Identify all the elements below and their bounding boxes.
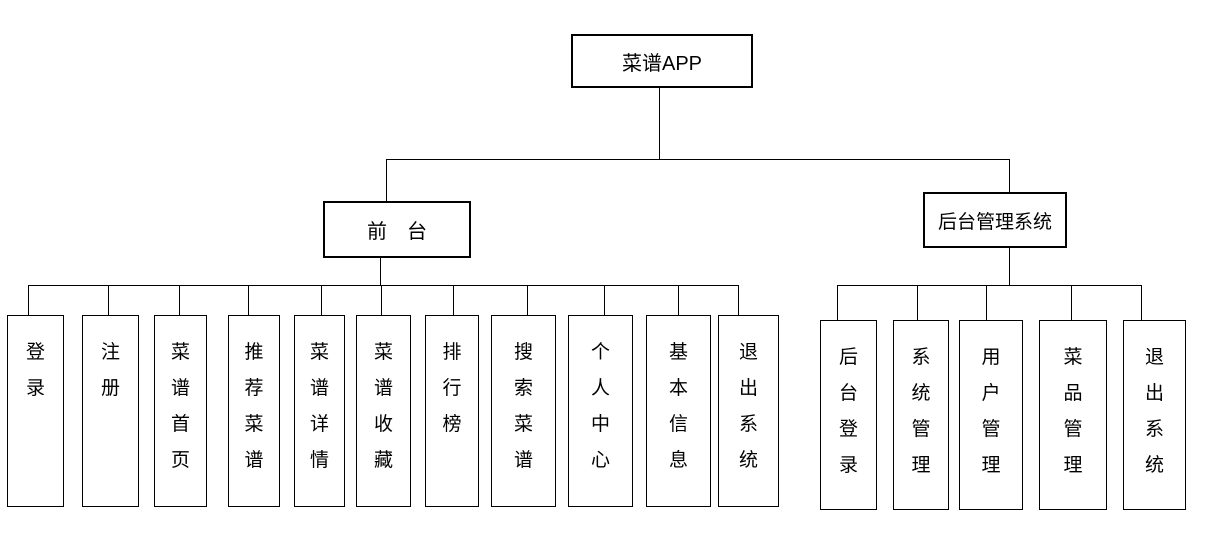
connector-stub-system-mgmt [917,285,918,320]
leaf-recipe-home: 菜谱首页 [154,315,207,507]
leaf-dish-management: 菜品管理 [1039,320,1107,510]
connector-front-bus [28,285,739,286]
leaf-ranking: 排行榜 [425,315,479,507]
leaf-recipe-home-label: 菜谱首页 [170,342,190,471]
connector-stub-register [108,285,109,315]
leaf-recipe-detail-label: 菜谱详情 [309,342,329,471]
connector-level2-split [386,159,1010,160]
connector-stub-ranking [453,285,454,315]
connector-root-drop [659,88,660,159]
branch-node-frontend: 前 台 [323,201,471,258]
leaf-personal-center-label: 个人中心 [590,342,610,471]
leaf-admin-login: 后台登录 [820,320,877,510]
connector-back-bus [837,285,1142,286]
leaf-search-recipes-label: 搜索菜谱 [513,342,533,471]
leaf-recommend-recipes: 推荐菜谱 [228,315,280,507]
connector-stub-recipe-detail [321,285,322,315]
leaf-user-management-label: 用户管理 [981,347,1001,476]
leaf-register: 注册 [82,315,139,507]
connector-back-bottom-drop [1009,248,1010,285]
connector-stub-recipe-home [179,285,180,315]
leaf-exit-system-admin-label: 退出系统 [1144,347,1164,476]
connector-front-top-drop [386,159,387,201]
leaf-user-management: 用户管理 [959,320,1023,510]
branch-node-frontend-label: 前 台 [367,221,427,243]
leaf-basic-info: 基本信息 [646,315,711,507]
connector-stub-personal-center [604,285,605,315]
connector-stub-recommend [248,285,249,315]
leaf-login: 登录 [7,315,64,507]
leaf-recipe-favorites: 菜谱收藏 [356,315,411,507]
connector-stub-recipe-favorite [381,285,382,315]
leaf-search-recipes: 搜索菜谱 [491,315,556,507]
connector-stub-exit-admin [1141,285,1142,320]
leaf-personal-center: 个人中心 [568,315,633,507]
root-node-recipe-app: 菜谱APP [571,34,753,88]
connector-stub-search [527,285,528,315]
leaf-register-label: 注册 [100,342,120,399]
connector-stub-dish-mgmt [1071,285,1072,320]
leaf-basic-info-label: 基本信息 [668,342,688,471]
leaf-exit-system-front-label: 退出系统 [738,342,758,471]
branch-node-backend: 后台管理系统 [923,192,1067,248]
connector-front-bottom-drop [380,258,381,285]
connector-stub-login [28,285,29,315]
leaf-dish-management-label: 菜品管理 [1063,347,1083,476]
leaf-exit-system-front: 退出系统 [718,315,779,507]
leaf-recipe-favorites-label: 菜谱收藏 [373,342,393,471]
leaf-system-management: 系统管理 [893,320,949,510]
leaf-recipe-detail: 菜谱详情 [294,315,345,507]
leaf-ranking-label: 排行榜 [442,342,462,435]
connector-stub-user-mgmt [986,285,987,320]
connector-stub-exit-front [738,285,739,315]
connector-stub-admin-login [837,285,838,320]
leaf-admin-login-label: 后台登录 [838,347,858,476]
leaf-system-management-label: 系统管理 [911,347,931,476]
connector-stub-basic-info [678,285,679,315]
leaf-recommend-recipes-label: 推荐菜谱 [244,342,264,471]
root-node-label: 菜谱APP [621,52,703,75]
branch-node-backend-label: 后台管理系统 [937,211,1052,233]
leaf-exit-system-admin: 退出系统 [1123,320,1186,510]
leaf-login-label: 登录 [25,342,45,399]
connector-back-top-drop [1009,159,1010,192]
